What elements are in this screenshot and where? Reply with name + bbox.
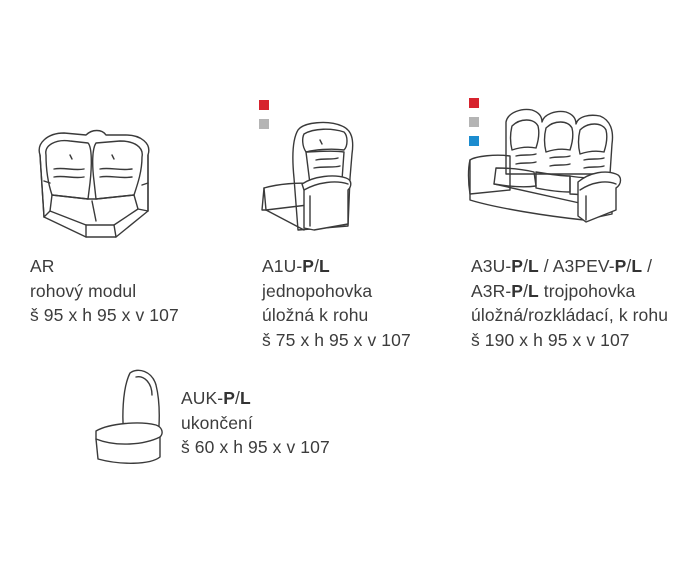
single-seat-color-swatches (259, 100, 269, 138)
code-separator: / (235, 388, 240, 408)
corner-module-caption: AR rohový modul š 95 x h 95 x v 107 (30, 254, 179, 328)
module-description: ukončení (181, 412, 253, 433)
single-seat-drawing (258, 118, 358, 238)
code-variant-l: L (319, 256, 330, 276)
corner-module-drawing (30, 125, 160, 245)
module-dimensions: š 75 x h 95 x v 107 (262, 329, 411, 350)
code-prefix: AUK- (181, 388, 224, 408)
code-prefix: A3U- (471, 256, 512, 276)
module-dimensions: š 190 x h 95 x v 107 (471, 329, 630, 350)
module-dimensions: š 60 x h 95 x v 107 (181, 437, 330, 457)
code-prefix: A1U- (262, 256, 303, 276)
three-seat-caption: A3U-P/L / A3PEV-P/L / A3R-P/L trojpohovk… (471, 254, 668, 352)
module-code: A1U-P/L (262, 254, 411, 279)
code-variant-l-3: L (528, 280, 539, 301)
module-code: AR (30, 256, 55, 276)
end-piece-drawing (90, 365, 180, 470)
module-description: rohový modul (30, 280, 137, 301)
end-piece-caption: AUK-P/L ukončení š 60 x h 95 x v 107 (181, 386, 330, 460)
color-swatch-red (469, 98, 479, 108)
code-variant-p-2: P (614, 256, 627, 276)
code-variant-p-3: P (511, 280, 524, 301)
module-codes: A3U-P/L / A3PEV-P/L / (471, 254, 668, 279)
code-variant-p: P (511, 256, 524, 276)
code-variant-l: L (528, 256, 539, 276)
three-seat-color-swatches (469, 98, 479, 155)
single-seat-caption: A1U-P/L jednopohovka úložná k rohu š 75 … (262, 254, 411, 352)
code-variant-l: L (239, 388, 251, 408)
code-prefix-2: / A3PEV- (538, 256, 615, 276)
three-seat-sofa-drawing (466, 104, 628, 234)
module-codes-2: A3R-P/L trojpohovka (471, 279, 668, 304)
module-description-2: úložná/rozkládací, k rohu (471, 305, 669, 325)
code-separator-3: / (523, 280, 529, 301)
code-separator: / (523, 256, 529, 276)
code-separator: / (314, 256, 320, 276)
module-description: jednopohovka (262, 280, 373, 301)
code-prefix-3: A3R- (471, 280, 512, 301)
module-code: AUK-P/L (181, 386, 330, 411)
code-variant-l-2: L (631, 256, 643, 276)
module-description: trojpohovka (538, 280, 636, 301)
code-trailing-separator: / (642, 256, 653, 276)
code-separator-2: / (626, 256, 632, 276)
color-swatch-blue (469, 136, 479, 146)
module-dimensions: š 95 x h 95 x v 107 (30, 305, 179, 325)
module-description-2: úložná k rohu (262, 305, 369, 325)
code-variant-p: P (223, 388, 235, 408)
color-swatch-red (259, 100, 269, 110)
color-swatch-grey (259, 119, 269, 129)
color-swatch-grey (469, 117, 479, 127)
code-variant-p: P (302, 256, 315, 276)
